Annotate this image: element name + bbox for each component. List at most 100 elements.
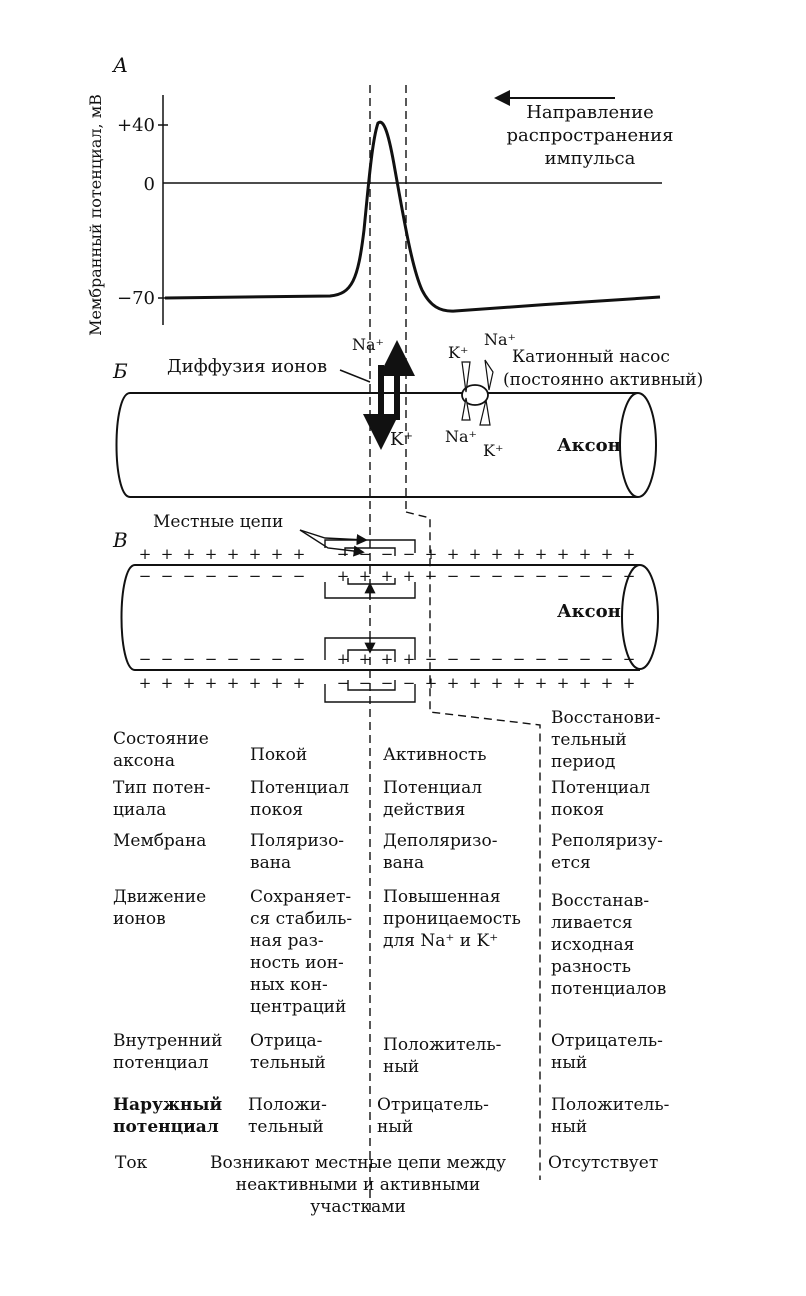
charge-outer-top: + bbox=[293, 545, 306, 563]
panel-v-letter: В bbox=[112, 528, 128, 552]
cell-outer-potential-active: Отрицатель- ный bbox=[377, 1095, 489, 1137]
charge-inner-top: − bbox=[623, 567, 636, 585]
charge-inner-top: + bbox=[381, 567, 394, 585]
charge-outer-bottom: + bbox=[447, 674, 460, 692]
charge-outer-bottom: + bbox=[271, 674, 284, 692]
charge-outer-top: + bbox=[139, 545, 152, 563]
charge-outer-top: + bbox=[469, 545, 482, 563]
charge-outer-bottom: + bbox=[579, 674, 592, 692]
charge-inner-top: − bbox=[161, 567, 174, 585]
pump-label-2: (постоянно активный) bbox=[503, 370, 703, 390]
charge-outer-bottom: − bbox=[337, 674, 350, 692]
local-circuits-pointer-1 bbox=[299, 529, 368, 546]
row-label-ion-movement: Движение ионов bbox=[113, 887, 207, 929]
charge-inner-top: − bbox=[425, 567, 438, 585]
pump-na-top: Na⁺ bbox=[484, 330, 516, 349]
tick-label-minus70: −70 bbox=[117, 288, 155, 309]
direction-label-1: Направление bbox=[526, 102, 654, 123]
diffusion-pointer bbox=[339, 369, 371, 383]
guide-line-right-bend bbox=[405, 511, 541, 1180]
charge-inner-top: − bbox=[579, 567, 592, 585]
cell-inner-potential-recovery: Отрицатель- ный bbox=[551, 1031, 663, 1073]
charge-inner-bottom: − bbox=[139, 650, 152, 668]
charge-outer-top: + bbox=[271, 545, 284, 563]
charge-outer-bottom: + bbox=[535, 674, 548, 692]
charge-outer-bottom: + bbox=[601, 674, 614, 692]
cell-outer-potential-rest: Положи- тельный bbox=[248, 1095, 327, 1137]
charge-inner-bottom: − bbox=[579, 650, 592, 668]
pump-k-bottom: K⁺ bbox=[483, 441, 503, 460]
charge-inner-bottom: − bbox=[205, 650, 218, 668]
charge-outer-top: + bbox=[447, 545, 460, 563]
charge-outer-top: + bbox=[183, 545, 196, 563]
membrane-charges: +−−++−−++−−++−−++−−++−−++−−++−−+−++−−++−… bbox=[139, 545, 636, 692]
row-label-membrane: Мембрана bbox=[113, 831, 207, 851]
axon-1-label: Аксон bbox=[557, 435, 621, 456]
panel-a-letter: А bbox=[111, 53, 128, 77]
charge-outer-bottom: + bbox=[205, 674, 218, 692]
cell-potential-type-recovery: Потенциал покоя bbox=[551, 778, 651, 820]
charge-outer-bottom: + bbox=[227, 674, 240, 692]
column-header-active: Активность bbox=[383, 745, 487, 765]
cell-current-rest-active: Возникают местные цепи между неактивными… bbox=[209, 1153, 506, 1217]
charge-outer-bottom: + bbox=[513, 674, 526, 692]
charge-inner-top: − bbox=[557, 567, 570, 585]
charge-outer-bottom: + bbox=[557, 674, 570, 692]
row-label-current: Ток bbox=[115, 1153, 148, 1173]
charge-inner-bottom: − bbox=[161, 650, 174, 668]
charge-inner-bottom: − bbox=[271, 650, 284, 668]
cell-ion-movement-active: Повышенная проницаемость для Na⁺ и K⁺ bbox=[383, 887, 521, 951]
table-header-state: Состояние аксона bbox=[113, 729, 209, 771]
charge-inner-top: − bbox=[293, 567, 306, 585]
charge-outer-top: + bbox=[513, 545, 526, 563]
charge-outer-top: + bbox=[557, 545, 570, 563]
charge-inner-bottom: − bbox=[447, 650, 460, 668]
column-header-recovery: Восстанови- тельный период bbox=[551, 708, 661, 772]
action-potential-curve bbox=[164, 120, 661, 313]
pump-label-1: Катионный насос bbox=[512, 347, 670, 367]
charge-inner-top: − bbox=[447, 567, 460, 585]
charge-outer-bottom: + bbox=[183, 674, 196, 692]
axon-2-body bbox=[120, 564, 640, 671]
charge-inner-bottom: − bbox=[491, 650, 504, 668]
charge-inner-top: − bbox=[469, 567, 482, 585]
charge-outer-top: + bbox=[161, 545, 174, 563]
charge-outer-bottom: − bbox=[359, 674, 372, 692]
cell-potential-type-active: Потенциал действия bbox=[383, 778, 483, 820]
cell-current-recovery: Отсутствует bbox=[548, 1153, 659, 1173]
charge-outer-top: − bbox=[381, 545, 394, 563]
charge-inner-top: − bbox=[205, 567, 218, 585]
cell-potential-type-rest: Потенциал покоя bbox=[250, 778, 350, 820]
charge-outer-top: + bbox=[205, 545, 218, 563]
charge-inner-bottom: + bbox=[381, 650, 394, 668]
charge-inner-bottom: − bbox=[293, 650, 306, 668]
charge-inner-top: + bbox=[337, 567, 350, 585]
pump-k-in-cone bbox=[461, 361, 471, 393]
na-label: Na⁺ bbox=[352, 335, 384, 354]
charge-outer-top: − bbox=[403, 545, 416, 563]
charge-inner-top: − bbox=[249, 567, 262, 585]
local-circuits-bottom bbox=[324, 637, 416, 703]
direction-label-2: распространения bbox=[507, 125, 674, 146]
charge-inner-top: − bbox=[183, 567, 196, 585]
charge-outer-top: + bbox=[535, 545, 548, 563]
charge-inner-top: − bbox=[271, 567, 284, 585]
pump-icon bbox=[461, 384, 489, 406]
charge-inner-bottom: + bbox=[403, 650, 416, 668]
charge-inner-top: − bbox=[535, 567, 548, 585]
cell-membrane-recovery: Реполяризу- ется bbox=[551, 831, 663, 873]
charge-inner-top: − bbox=[513, 567, 526, 585]
local-circuits-pointer-2 bbox=[299, 529, 365, 557]
axon-1-end bbox=[619, 392, 657, 498]
y-axis-label: Мембранный потенциал, мВ bbox=[86, 94, 105, 336]
pump-k-top: K⁺ bbox=[448, 343, 468, 362]
charge-outer-top: + bbox=[425, 545, 438, 563]
charge-outer-bottom: + bbox=[249, 674, 262, 692]
charge-outer-bottom: − bbox=[381, 674, 394, 692]
k-label: K⁺ bbox=[390, 429, 413, 450]
charge-outer-bottom: + bbox=[469, 674, 482, 692]
row-label-inner-potential: Внутренний потенциал bbox=[113, 1031, 223, 1073]
row-label-outer-potential: Наружный потенциал bbox=[113, 1095, 223, 1137]
charge-inner-bottom: − bbox=[623, 650, 636, 668]
